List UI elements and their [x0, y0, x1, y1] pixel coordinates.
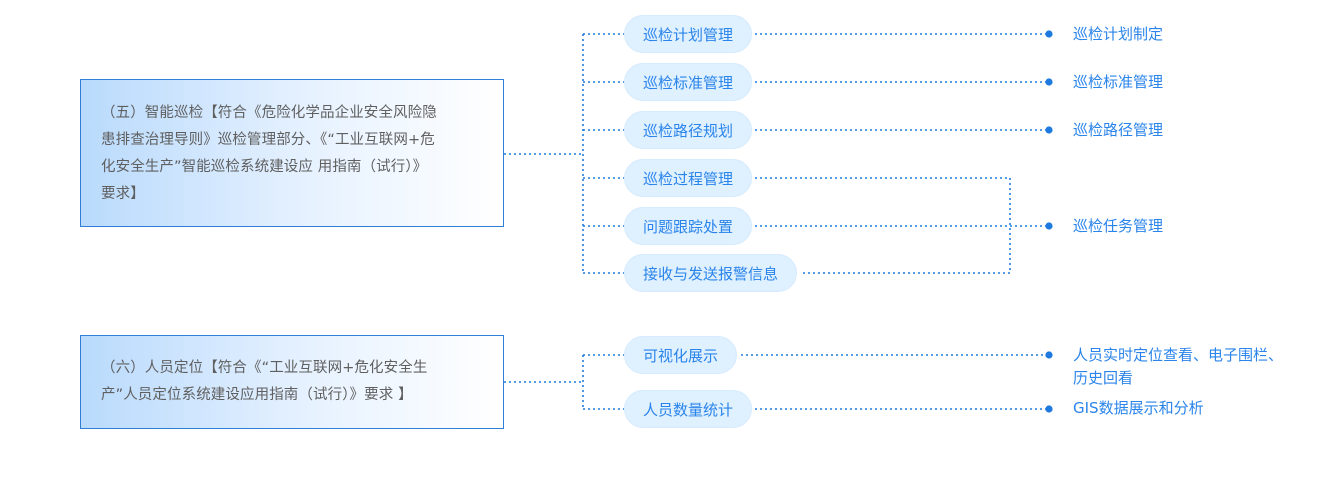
output-task-management: 巡检任务管理: [1073, 217, 1164, 235]
output-dot-2: [1045, 78, 1053, 86]
node-personnel-count: 人员数量统计: [624, 390, 753, 428]
output-dot-5: [1045, 351, 1053, 359]
section-box-personnel-positioning: （六）人员定位【符合《“工业互联网+危化安全生 产”人员定位系统建设应用指南（试…: [80, 335, 504, 429]
output-history-playback: 历史回看: [1073, 369, 1134, 387]
output-gis-analysis: GIS数据展示和分析: [1073, 399, 1204, 417]
section-title-line: 化安全生产”智能巡检系统建设应 用指南（试行）》: [101, 159, 428, 175]
section-title-line: 患排查治理导则》巡检管理部分、《“工业互联网+危: [101, 132, 435, 148]
node-issue-tracking: 问题跟踪处置: [624, 207, 753, 245]
section-title-line: 产”人员定位系统建设应用指南（试行）》要求 】: [101, 387, 413, 403]
section-title-line: （五）智能巡检【符合《危险化学品企业安全风险隐: [101, 105, 437, 121]
output-plan-making: 巡检计划制定: [1073, 25, 1164, 43]
output-dot-6: [1045, 405, 1053, 413]
node-alarm-messages: 接收与发送报警信息: [624, 254, 798, 292]
output-dot-1: [1045, 30, 1053, 38]
node-inspection-route: 巡检路径规划: [624, 111, 753, 149]
output-standard-management: 巡检标准管理: [1073, 73, 1164, 91]
output-route-management: 巡检路径管理: [1073, 121, 1164, 139]
output-realtime-location: 人员实时定位查看、电子围栏、: [1073, 346, 1284, 364]
node-inspection-standard: 巡检标准管理: [624, 63, 753, 101]
output-dot-4: [1045, 222, 1053, 230]
node-inspection-process: 巡检过程管理: [624, 159, 753, 197]
section-title-line: （六）人员定位【符合《“工业互联网+危化安全生: [101, 360, 428, 376]
section-box-smart-inspection: （五）智能巡检【符合《危险化学品企业安全风险隐 患排查治理导则》巡检管理部分、《…: [80, 79, 504, 227]
output-dot-3: [1045, 126, 1053, 134]
connector-node4-merge: [755, 177, 1011, 273]
node-visualization: 可视化展示: [624, 336, 738, 374]
section-title-line: 要求】: [101, 186, 145, 202]
node-inspection-plan: 巡检计划管理: [624, 15, 753, 53]
